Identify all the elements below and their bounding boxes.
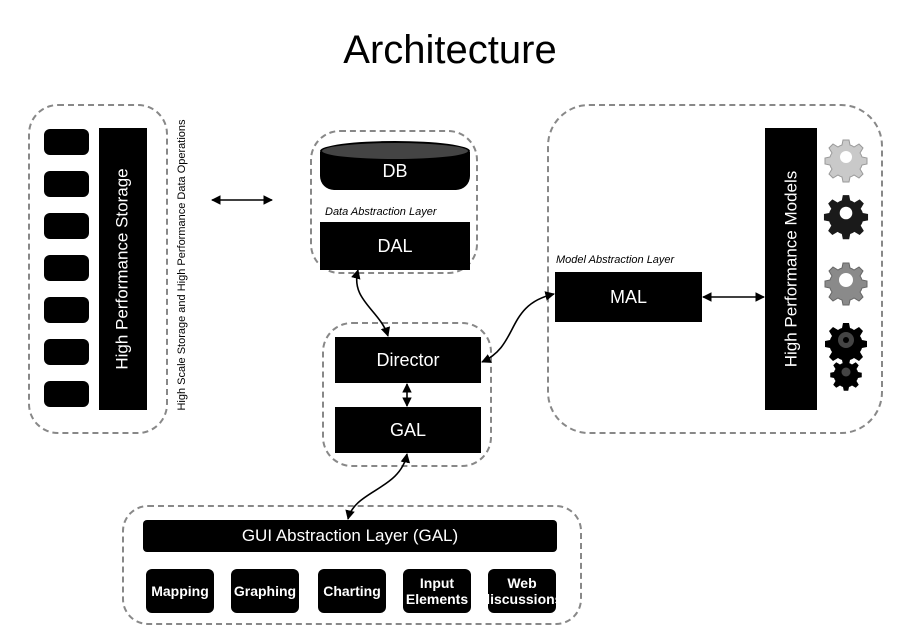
gear-icon-dark: [823, 195, 869, 240]
gear-icon-light: [824, 139, 868, 183]
disk-icon: [44, 381, 89, 407]
db-label: DB: [382, 160, 408, 181]
charting-label: Charting: [323, 583, 381, 599]
db-cylinder-top: [320, 141, 470, 161]
dal-director-arrow: [351, 269, 391, 337]
mapping-label: Mapping: [151, 583, 209, 599]
models-bar: High Performance Models: [765, 128, 817, 410]
page-title: Architecture: [343, 28, 557, 72]
gal-block: GAL: [335, 407, 481, 453]
dal-label: DAL: [377, 235, 413, 256]
models-group: [547, 104, 883, 434]
mapping-button: Mapping: [146, 569, 214, 613]
director-block: Director: [335, 337, 481, 383]
disk-icon: [44, 255, 89, 281]
web-discussions-button: Web discussions: [482, 569, 562, 613]
disk-icon: [44, 213, 89, 239]
director-label: Director: [376, 349, 440, 370]
charting-button: Charting: [318, 569, 386, 613]
disk-icon: [44, 129, 89, 155]
disk-icon: [44, 297, 89, 323]
data-layer-caption: Data Abstraction Layer: [325, 206, 437, 218]
graphing-button: Graphing: [231, 569, 299, 613]
dal-block: DAL: [320, 222, 470, 270]
storage-bar: High Performance Storage: [99, 128, 147, 410]
gal-gui-arrow: [345, 453, 411, 520]
gear-icon-black-pair: [825, 323, 867, 391]
director-mal-arrow: [481, 291, 555, 363]
storage-group: [28, 104, 168, 434]
input-elements-label: Input Elements: [405, 575, 469, 607]
disk-icon: [44, 171, 89, 197]
graphing-label: Graphing: [233, 583, 297, 599]
input-elements-button: Input Elements: [403, 569, 471, 613]
gal-label: GAL: [389, 419, 427, 440]
mal-block: MAL: [555, 272, 702, 322]
web-discussions-label: Web discussions: [481, 575, 563, 607]
models-caption: Model Abstraction Layer: [556, 254, 675, 266]
gui-bar: GUI Abstraction Layer (GAL): [143, 520, 557, 552]
disk-icon: [44, 339, 89, 365]
mal-label: MAL: [609, 286, 647, 307]
gear-icon-grey: [824, 262, 868, 306]
data-layer-group: [310, 130, 478, 274]
gui-bar-label: GUI Abstraction Layer (GAL): [241, 526, 459, 545]
